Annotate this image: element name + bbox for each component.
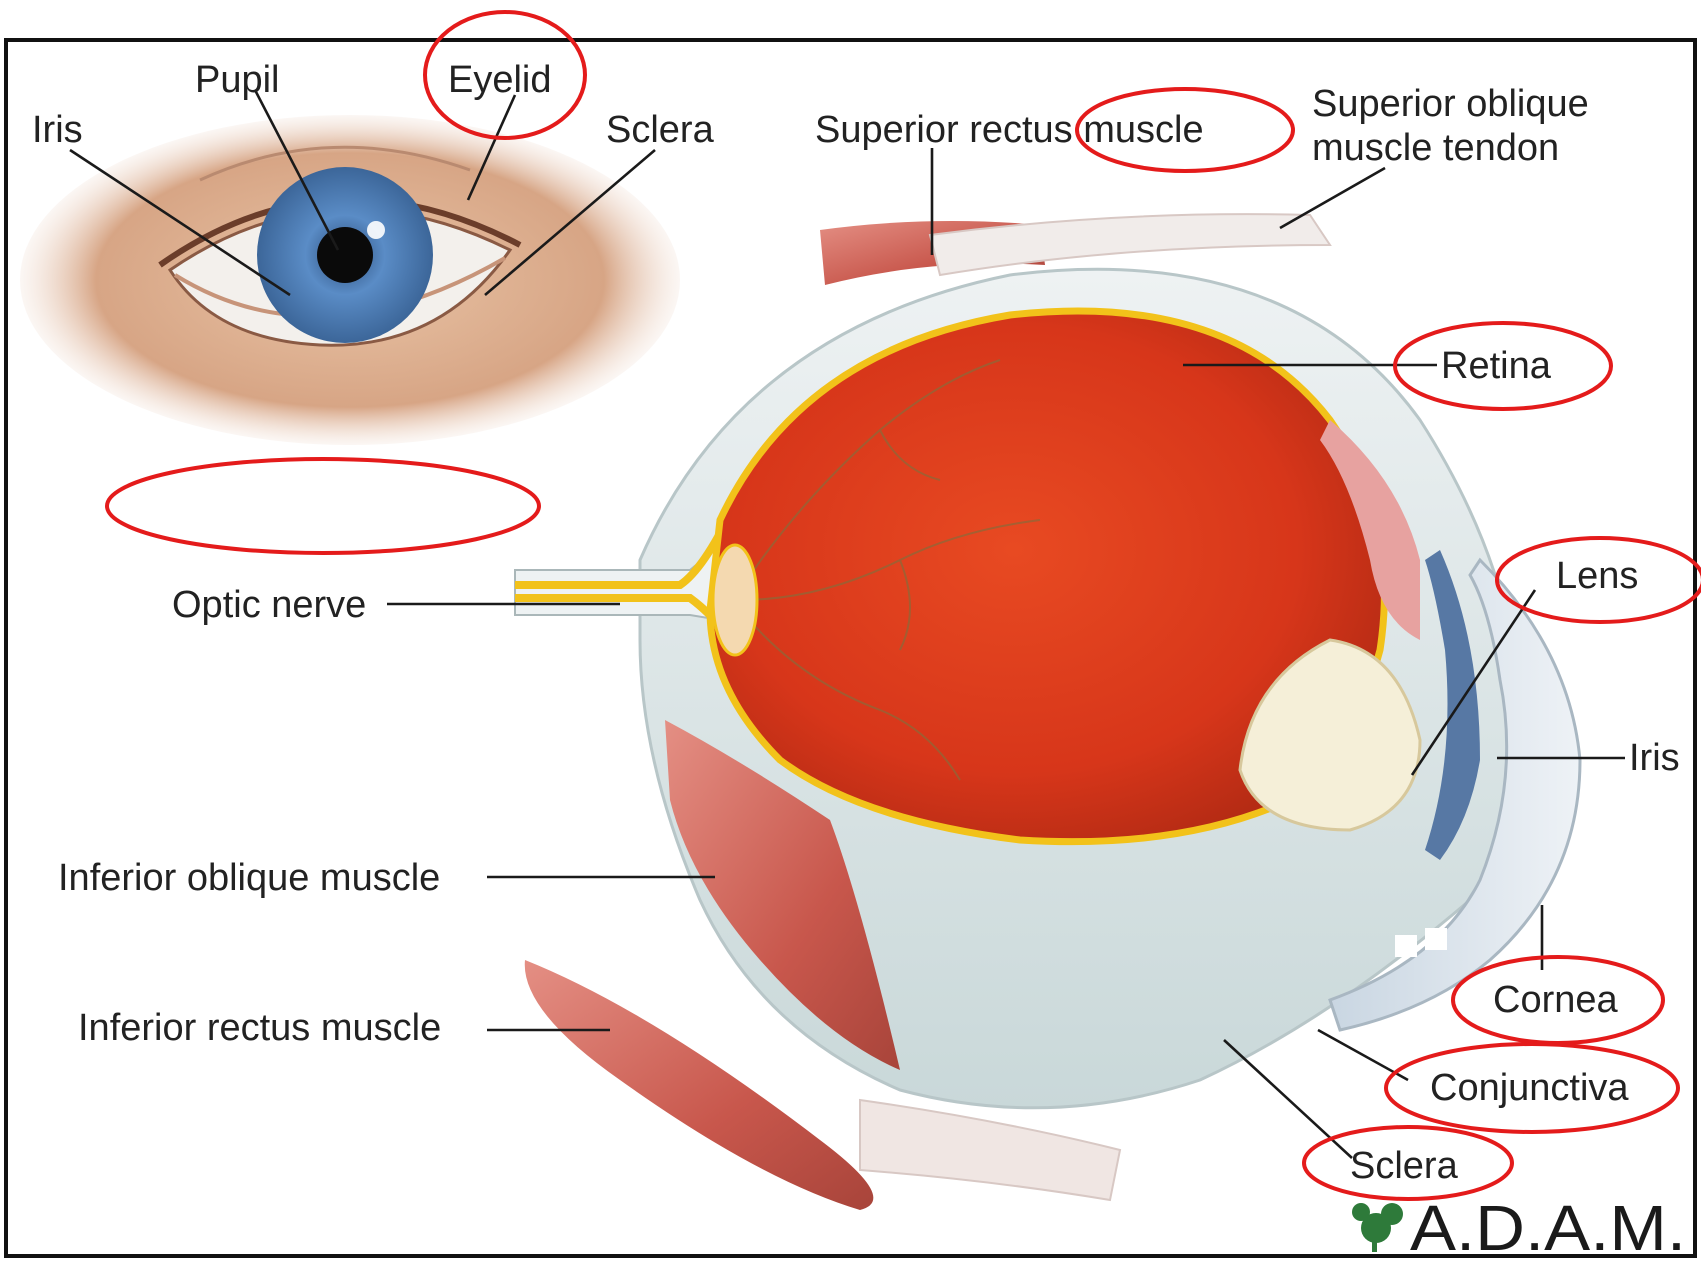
label-sclera-bottom: Sclera [1350,1145,1459,1187]
label-iris-right: Iris [1629,737,1680,779]
label-superior-oblique-1: Superior oblique [1312,83,1589,125]
label-sclera-top: Sclera [606,109,715,151]
label-iris-top: Iris [32,109,83,151]
label-inferior-rectus: Inferior rectus muscle [78,1007,441,1049]
label-superior-oblique-2: muscle tendon [1312,127,1559,169]
label-superior-rectus: Superior rectus muscle [815,109,1204,151]
label-retina: Retina [1441,345,1552,387]
label-eyelid: Eyelid [448,59,552,101]
adam-logo-text: A.D.A.M. [1410,1192,1686,1261]
external-eye-illustration [20,115,680,445]
label-inferior-oblique: Inferior oblique muscle [58,857,440,899]
label-pupil: Pupil [195,59,280,101]
label-lens: Lens [1556,555,1638,597]
label-optic-nerve: Optic nerve [172,584,366,626]
outer-pupil-shape [317,227,373,283]
label-cornea: Cornea [1493,979,1618,1021]
label-conjunctiva: Conjunctiva [1430,1067,1629,1109]
